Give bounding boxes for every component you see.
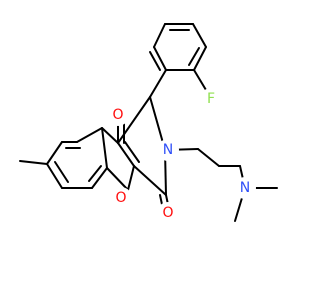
bond-pyran-4 xyxy=(106,167,129,191)
ketone-oxygen-label: O xyxy=(112,107,123,123)
bond-pyran-1 xyxy=(101,127,119,144)
atom-label-layer: O O O N N F xyxy=(107,88,256,224)
bond-aromatic-5 xyxy=(46,163,63,189)
bond-pyran-2 xyxy=(117,142,135,167)
lactam-oxygen-label: O xyxy=(162,205,173,221)
bond-pyran-2-inner xyxy=(124,141,140,163)
ring-oxygen-label: O xyxy=(115,190,126,206)
bond-methyl xyxy=(19,160,48,165)
lactam-nitrogen-label: N xyxy=(163,142,173,158)
fluorine-label: F xyxy=(207,91,215,107)
bond-pyran-3 xyxy=(127,165,135,191)
bond-aromatic-3 xyxy=(91,167,108,189)
bond-fluorophenyl-2-inner xyxy=(149,51,161,71)
ring-oxygen-atom: O xyxy=(110,187,132,209)
amine-nitrogen-label: N xyxy=(240,180,250,196)
bond-aromatic-5-inner xyxy=(54,161,69,183)
bond-aromatic-3-inner xyxy=(88,165,102,182)
bond-aromatic-6 xyxy=(46,141,63,165)
lactam-nitrogen-atom: N xyxy=(157,139,179,161)
bond-aromatic-2 xyxy=(101,127,108,169)
bond-fluorophenyl-2 xyxy=(153,46,167,71)
molecule-structure: O O O N N F xyxy=(19,23,278,224)
bond-fluorophenyl-3 xyxy=(153,23,166,48)
bond-fluorophenyl-6-inner xyxy=(188,47,200,66)
bond-fluorophenyl-5 xyxy=(192,23,207,48)
bond-fluorophenyl-1 xyxy=(149,69,167,98)
bond-aromatic-1 xyxy=(76,127,103,143)
bond-fluorophenyl-6 xyxy=(193,46,207,71)
fluorine-atom: F xyxy=(200,88,222,110)
bond-side-chain-2 xyxy=(197,148,220,167)
bond-pyrrolidinone-4 xyxy=(133,165,167,196)
lactam-oxygen-atom: O xyxy=(157,202,179,224)
amine-nitrogen-atom: N xyxy=(234,177,256,199)
molecule-canvas: O O O N N F xyxy=(19,23,278,224)
ketone-oxygen-atom: O xyxy=(107,104,129,126)
